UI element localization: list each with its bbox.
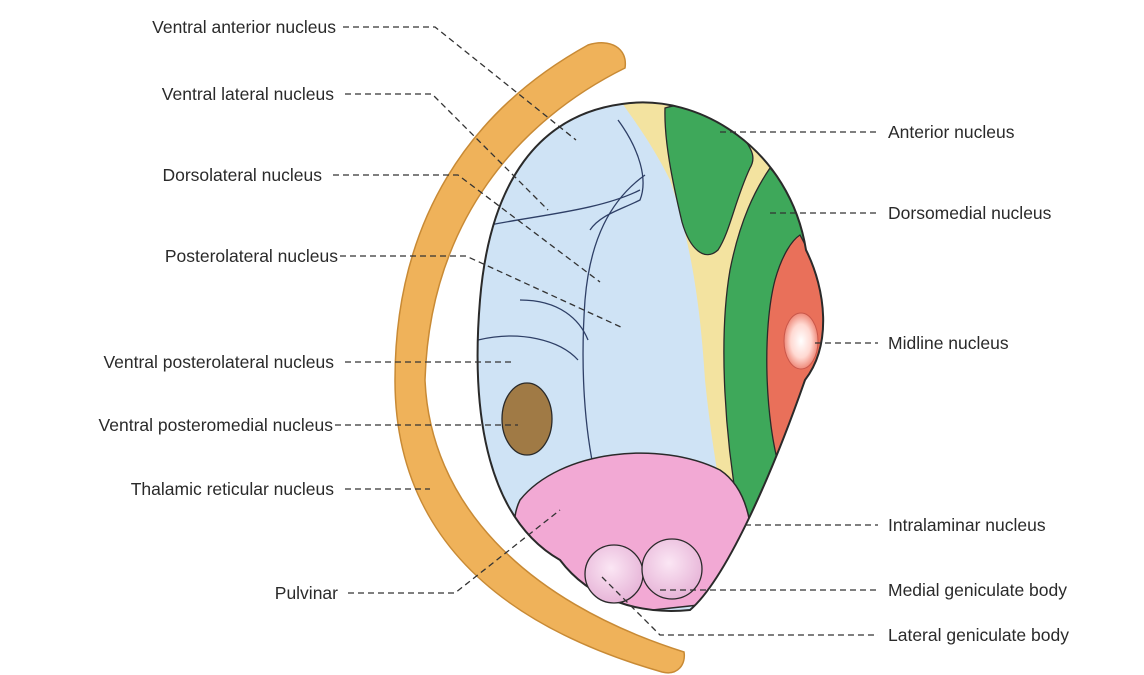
label-anterior: Anterior nucleus	[888, 122, 1015, 142]
midline-nucleus-highlight	[784, 313, 818, 369]
label-intralaminar: Intralaminar nucleus	[888, 515, 1046, 535]
label-dorsolateral: Dorsolateral nucleus	[162, 165, 322, 185]
label-thalamic-reticular: Thalamic reticular nucleus	[131, 479, 335, 499]
label-lateral-geniculate: Lateral geniculate body	[888, 625, 1069, 645]
label-ventral-posteromedial: Ventral posteromedial nucleus	[99, 415, 334, 435]
label-ventral-posterolateral: Ventral posterolateral nucleus	[103, 352, 334, 372]
label-medial-geniculate: Medial geniculate body	[888, 580, 1067, 600]
ventral-posteromedial-oval	[502, 383, 552, 455]
lateral-geniculate-circle	[585, 545, 643, 603]
right-labels: Anterior nucleus Dorsomedial nucleus Mid…	[888, 122, 1069, 645]
thalamus-body	[460, 80, 900, 640]
label-ventral-anterior: Ventral anterior nucleus	[152, 17, 336, 37]
label-midline: Midline nucleus	[888, 333, 1009, 353]
label-dorsomedial: Dorsomedial nucleus	[888, 203, 1052, 223]
label-ventral-lateral: Ventral lateral nucleus	[162, 84, 334, 104]
left-labels: Ventral anterior nucleus Ventral lateral…	[99, 17, 339, 603]
label-pulvinar: Pulvinar	[275, 583, 338, 603]
label-posterolateral: Posterolateral nucleus	[165, 246, 338, 266]
